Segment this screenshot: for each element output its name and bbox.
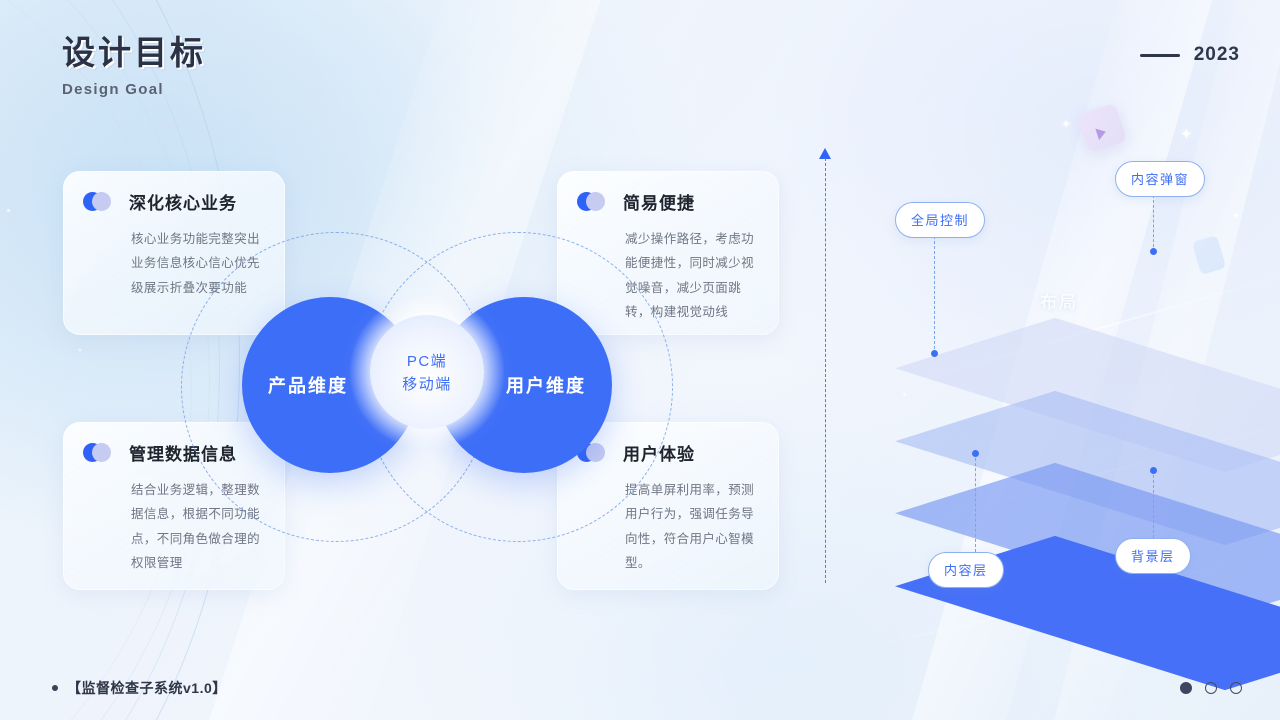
card-body: 提高单屏利用率，预测用户行为，强调任务导向性，符合用户心智模型。 xyxy=(625,483,755,571)
overlapping-circles-icon xyxy=(83,443,117,462)
pagination-dot-3[interactable] xyxy=(1230,682,1242,694)
venn-diagram: 产品维度 用户维度 PC端 移动端 xyxy=(181,232,673,542)
card-title: 深化核心业务 xyxy=(129,194,237,213)
pill-background-layer[interactable]: 背景层 xyxy=(1115,538,1191,574)
sparkle-dot-1 xyxy=(6,208,11,213)
year-label: 2023 xyxy=(1193,44,1240,65)
axis-arrow-icon xyxy=(819,148,831,159)
card-header: 简易便捷 xyxy=(577,189,759,214)
connector-dot-global-control xyxy=(931,350,938,357)
connector-background-layer xyxy=(1153,470,1154,538)
page-title-block: 设计目标 Design Goal xyxy=(62,34,206,98)
background-arc-3 xyxy=(0,0,210,720)
venn-center-line-1: PC端 xyxy=(406,353,448,370)
connector-dot-content-popup xyxy=(1150,248,1157,255)
sparkle-star-3: ✦ xyxy=(1061,117,1072,131)
venn-center-overlap[interactable]: PC端 移动端 xyxy=(370,315,484,429)
footer: 【监督检查子系统v1.0】 xyxy=(52,678,227,698)
overlapping-circles-icon xyxy=(83,192,117,211)
axis-dashed-line xyxy=(825,158,826,583)
page-title: 设计目标 xyxy=(62,34,206,71)
pill-content-popup[interactable]: 内容弹窗 xyxy=(1115,161,1206,197)
connector-content-layer xyxy=(975,453,976,552)
overlapping-circles-icon xyxy=(577,192,611,211)
venn-label-user: 用户维度 xyxy=(506,376,586,396)
sparkle-dot-2 xyxy=(78,348,82,352)
pill-content-layer[interactable]: 内容层 xyxy=(928,552,1004,588)
circle-light xyxy=(92,192,111,211)
background-arc-4 xyxy=(0,0,192,720)
venn-center-line-2: 移动端 xyxy=(402,376,452,393)
card-header: 深化核心业务 xyxy=(83,189,265,214)
circle-light xyxy=(586,192,605,211)
pagination-dot-2[interactable] xyxy=(1205,682,1217,694)
pill-global-control[interactable]: 全局控制 xyxy=(895,202,986,238)
pagination-dots[interactable] xyxy=(1180,682,1242,694)
layer-stack-diagram: 布局 全局控制 内容弹窗 内容层 背景层 xyxy=(800,140,1280,691)
pagination-dot-1[interactable] xyxy=(1180,682,1192,694)
footer-label: 【监督检查子系统v1.0】 xyxy=(67,680,227,696)
circle-light xyxy=(92,443,111,462)
connector-dot-background-layer xyxy=(1150,467,1157,474)
card-title: 简易便捷 xyxy=(623,194,695,213)
page-subtitle: Design Goal xyxy=(62,80,164,98)
layer-label-layout: 布局 xyxy=(1040,293,1078,312)
connector-global-control xyxy=(934,236,935,354)
year-badge: 2023 xyxy=(1139,44,1240,66)
footer-bullet-icon xyxy=(52,685,58,691)
connector-dot-content-layer xyxy=(972,450,979,457)
year-dash-icon xyxy=(1139,53,1180,57)
venn-label-product: 产品维度 xyxy=(268,376,348,396)
play-triangle-icon xyxy=(1095,125,1108,141)
connector-content-popup xyxy=(1153,195,1154,252)
